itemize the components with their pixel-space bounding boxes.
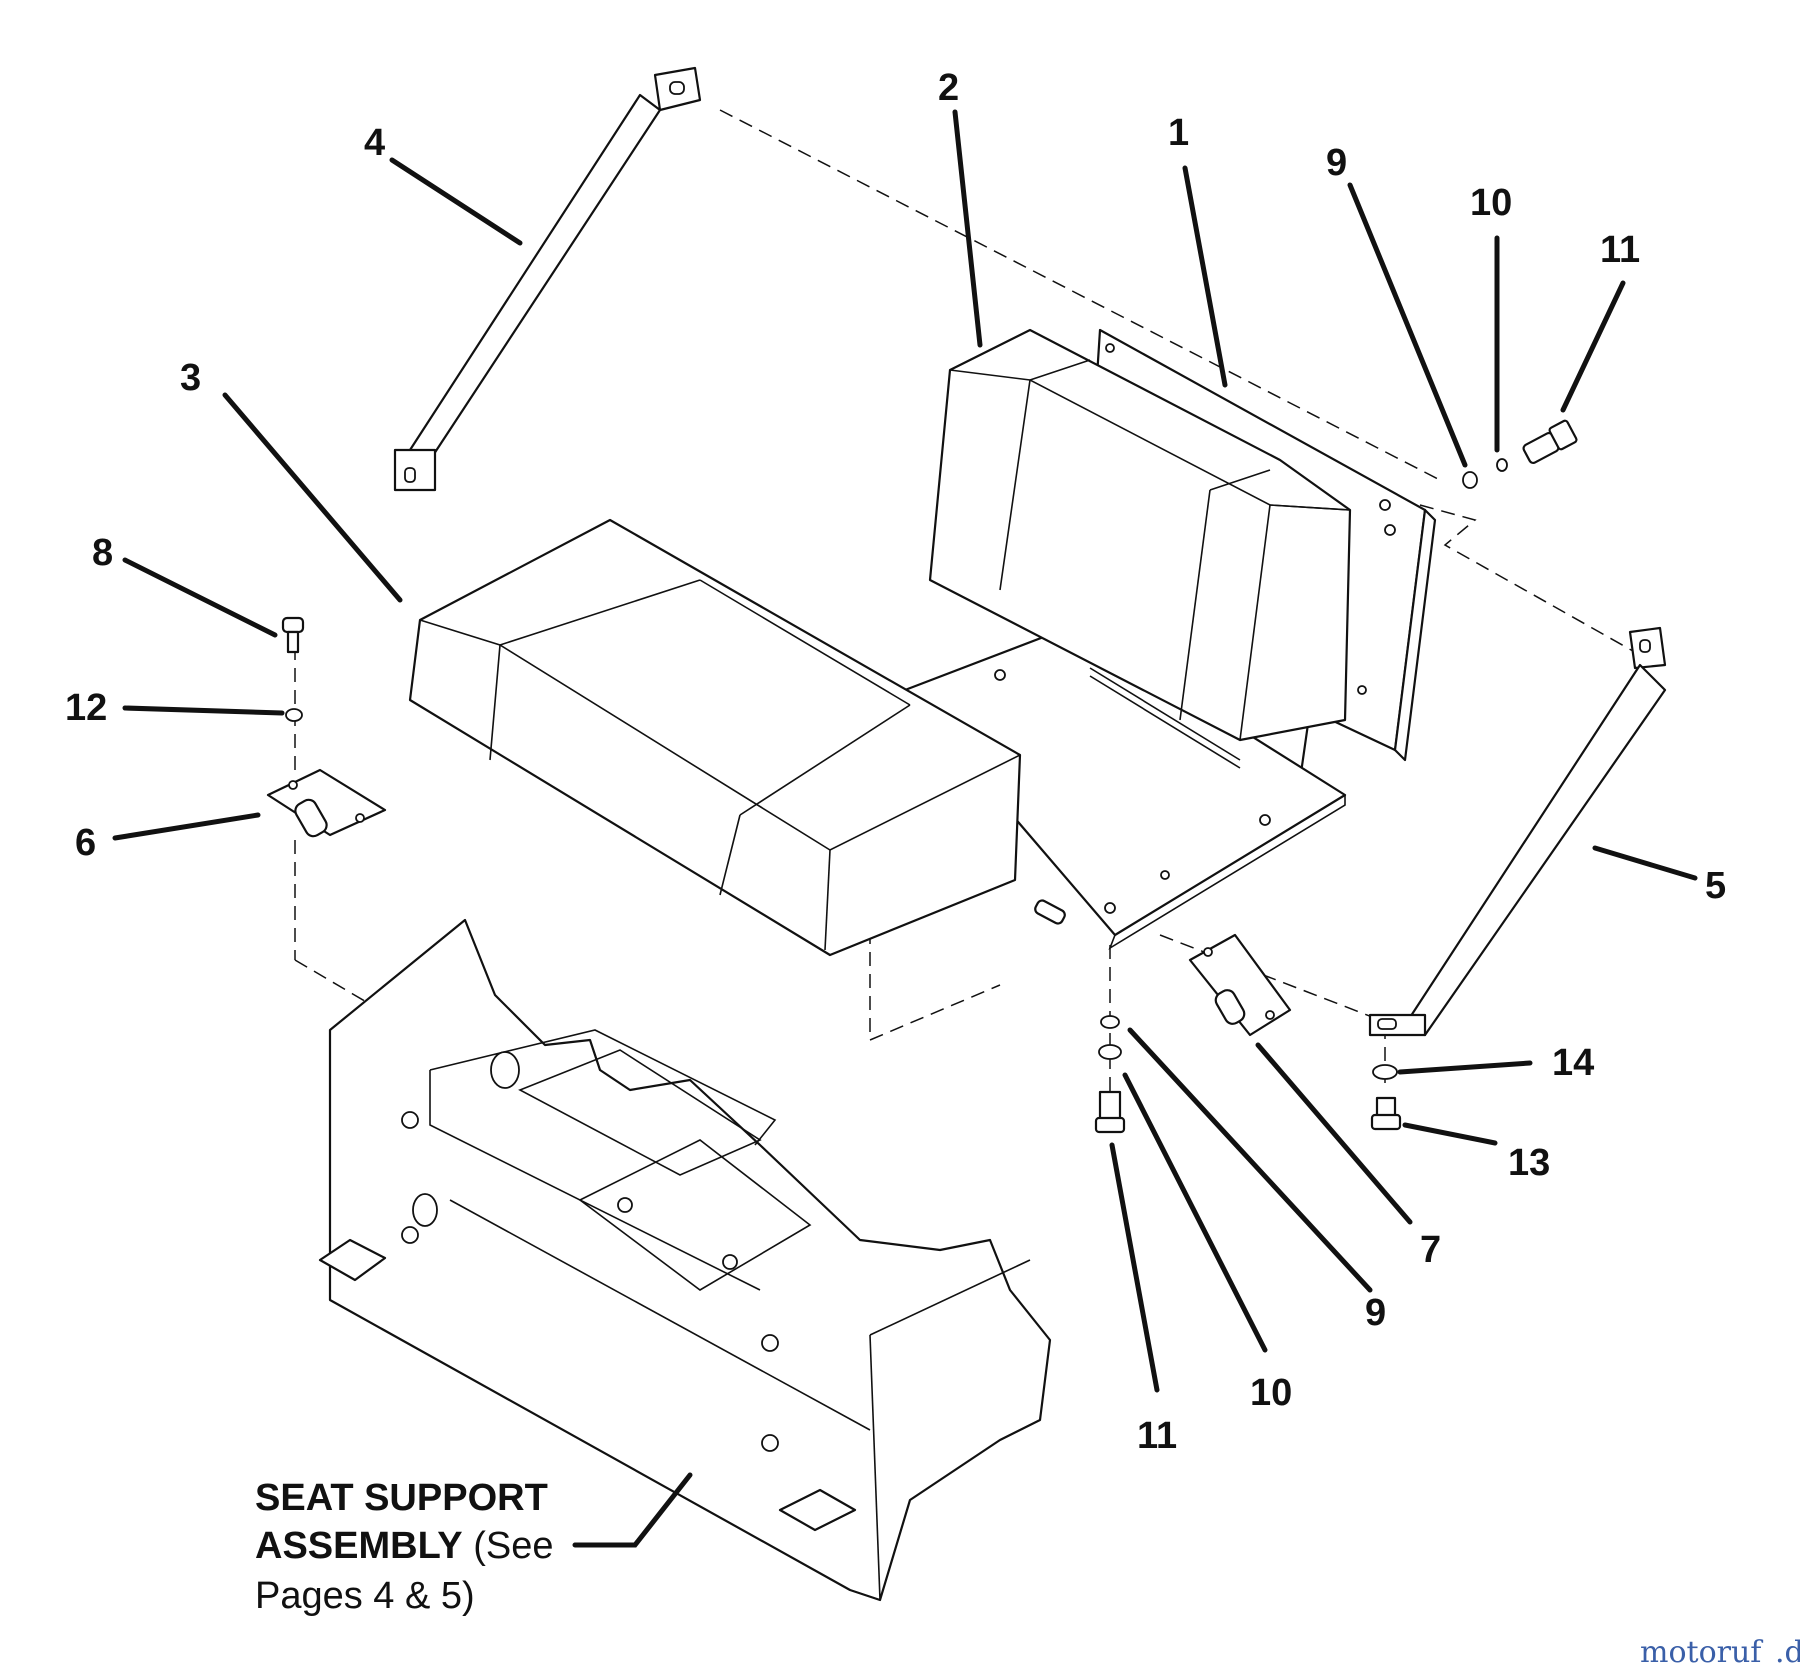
- callout-11-lower: 11: [1137, 1415, 1177, 1457]
- part-9-10-11-lower-fasteners: [1094, 1015, 1126, 1134]
- note-line-2-bold: ASSEMBLY: [255, 1525, 463, 1567]
- part-3-seat-bottom: [408, 518, 1022, 957]
- callout-9-upper: 9: [1326, 142, 1347, 184]
- note-line-3: Pages 4 & 5): [255, 1575, 475, 1617]
- callout-3: 3: [180, 357, 201, 399]
- part-7-hinge: [1188, 933, 1292, 1037]
- seat-support-note: SEAT SUPPORT ASSEMBLY (See Pages 4 & 5): [255, 1477, 553, 1617]
- callout-14: 14: [1552, 1042, 1594, 1084]
- part-6-hinge: [266, 768, 387, 838]
- callout-10-lower: 10: [1250, 1372, 1292, 1414]
- callout-8: 8: [92, 532, 113, 574]
- seat-support-assembly: [318, 918, 1052, 1602]
- watermark-suffix: .de: [1775, 1635, 1800, 1670]
- callout-4: 4: [364, 122, 385, 164]
- part-9-10-11-upper-fasteners: [1462, 419, 1578, 489]
- callout-10-upper: 10: [1470, 182, 1512, 224]
- part-12-washer: [285, 708, 303, 722]
- callout-numbers: 4 2 1 9 10 11 3 8 12 6 5 14 13 7 9 10 11: [65, 67, 1726, 1457]
- part-13-14-fasteners: [1370, 1064, 1402, 1131]
- callout-6: 6: [75, 822, 96, 864]
- part-5-right-strap: [1368, 626, 1667, 1037]
- callout-7: 7: [1420, 1229, 1441, 1271]
- watermark-logo: motoruf .de: [1640, 1635, 1800, 1670]
- callout-2: 2: [938, 67, 959, 109]
- callout-13: 13: [1508, 1142, 1550, 1184]
- callout-5: 5: [1705, 865, 1726, 907]
- callout-11-upper: 11: [1600, 229, 1640, 271]
- watermark-brand: motoruf: [1640, 1635, 1763, 1670]
- callout-12: 12: [65, 687, 107, 729]
- part-2-seat-back: [928, 328, 1352, 742]
- note-line-1: SEAT SUPPORT: [255, 1477, 548, 1519]
- note-line-2-rest: (See: [463, 1525, 554, 1567]
- part-4-left-strap: [393, 66, 702, 492]
- leader-lines: [112, 109, 1698, 1548]
- hinge-pin-center: [1034, 899, 1066, 925]
- note-line-2: ASSEMBLY (See: [255, 1525, 553, 1567]
- part-8-bolt: [281, 616, 305, 654]
- callout-1: 1: [1168, 112, 1189, 154]
- callout-9-lower: 9: [1365, 1292, 1386, 1334]
